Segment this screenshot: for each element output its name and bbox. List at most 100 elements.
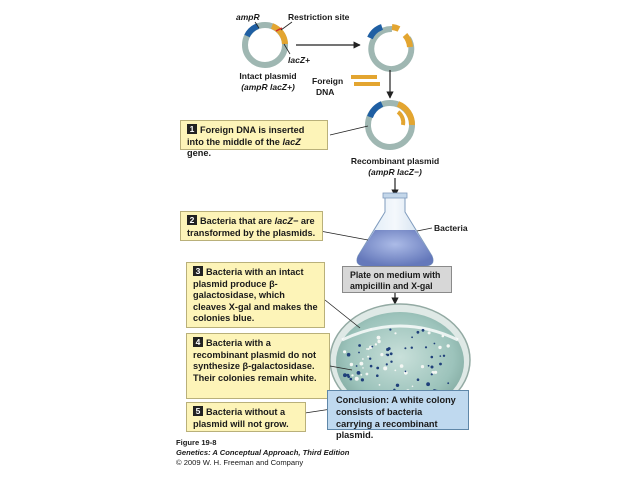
colony-dot	[416, 378, 420, 382]
colony-dot	[366, 348, 368, 350]
step1-pointer	[329, 125, 369, 136]
colony-dot	[380, 353, 384, 357]
colony-dot	[377, 339, 381, 344]
colony-dot	[367, 355, 370, 358]
colony-dot	[376, 366, 380, 370]
plate-medium-label: Plate on medium with ampicillin and X-ga…	[342, 266, 452, 293]
colony-dot	[411, 336, 413, 339]
colony-dot	[360, 374, 363, 376]
colony-dot	[447, 382, 450, 385]
colony-dot	[433, 342, 436, 345]
step4-pointer	[329, 365, 353, 371]
colony-dot	[430, 373, 433, 376]
lacz-pointer	[283, 43, 291, 55]
colony-dot	[416, 330, 420, 334]
colony-dot	[355, 365, 358, 367]
lacz-plus-label: lacZ+	[288, 55, 310, 65]
colony-dot	[441, 334, 445, 338]
colony-dot	[424, 346, 428, 349]
amp-r-label: ampR	[236, 12, 260, 22]
colony-dot	[351, 374, 354, 377]
step-3-text: Bacteria with an intact plasmid produce …	[193, 267, 318, 324]
colony-dot	[442, 354, 446, 357]
colony-dot	[404, 347, 407, 350]
colony-dot	[390, 360, 393, 363]
colony-dot	[378, 384, 381, 386]
colony-dot	[367, 347, 370, 351]
recombinant-plasmid-icon	[365, 100, 415, 150]
recombinant-plasmid-title: Recombinant plasmid	[350, 156, 440, 166]
restriction-site-label: Restriction site	[288, 12, 350, 22]
colony-dot	[394, 369, 397, 372]
step3-pointer	[324, 299, 361, 329]
step-4-number: 4	[193, 337, 203, 347]
book-title: Genetics: A Conceptual Approach, Third E…	[176, 448, 350, 457]
colony-dot	[356, 371, 361, 375]
conclusion-text: A white colony consists of bacteria carr…	[336, 395, 456, 441]
step-5-number: 5	[193, 406, 203, 416]
colony-dot	[411, 385, 414, 388]
colony-dot	[346, 352, 351, 357]
colony-dot	[439, 362, 442, 366]
colony-dot	[358, 351, 360, 354]
colony-dot	[371, 345, 374, 348]
colony-dot	[426, 382, 430, 387]
colony-dot	[399, 364, 404, 368]
step-1-text: Foreign DNA is inserted into the middle …	[187, 125, 305, 159]
colony-dot	[362, 367, 364, 369]
intact-plasmid-title: Intact plasmid	[239, 71, 297, 81]
colony-dot	[359, 361, 364, 366]
restriction-site-pointer	[280, 21, 293, 31]
colony-dot	[369, 357, 372, 360]
figure-number: Figure 19-8	[176, 438, 217, 447]
colony-dot	[385, 353, 388, 356]
copyright: © 2009 W. H. Freeman and Company	[176, 458, 304, 467]
colony-dot	[362, 358, 364, 360]
colony-dot	[427, 364, 430, 367]
colony-dot	[410, 346, 413, 349]
colony-dot	[376, 335, 381, 340]
colony-dot	[385, 363, 388, 366]
colony-dot	[439, 355, 442, 357]
foreign-dna-label-line1: Foreign	[312, 76, 344, 86]
recombinant-plasmid-genotype: (ampR lacZ−)	[368, 167, 422, 177]
colony-dot	[446, 344, 450, 348]
bacteria-pointer	[416, 227, 433, 232]
intact-plasmid-genotype: (ampR lacZ+)	[241, 82, 295, 92]
colony-dot	[427, 331, 431, 335]
colony-dot	[374, 343, 378, 346]
colony-dot	[358, 344, 361, 347]
foreign-dna-icon	[351, 75, 380, 86]
amp-pointer	[254, 21, 260, 29]
colony-dot	[395, 383, 400, 387]
colony-dot	[394, 332, 397, 335]
step-5-text: Bacteria without a plasmid will not grow…	[193, 407, 289, 429]
step-1-number: 1	[187, 124, 197, 134]
colony-dot	[431, 371, 434, 374]
colony-dot	[354, 376, 359, 381]
conclusion-box: Conclusion: A white colony consists of b…	[327, 390, 469, 440]
colony-dot	[347, 375, 351, 379]
colony-dot	[349, 377, 353, 381]
colony-dot	[369, 364, 373, 368]
colony-dot	[383, 366, 388, 371]
petri-plate-icon	[329, 303, 471, 417]
flask-icon	[356, 192, 434, 267]
step-2-text: Bacteria that are lacZ− are transformed …	[187, 216, 316, 238]
colony-dot	[389, 352, 393, 356]
colony-dot	[343, 373, 347, 378]
cut-plasmid-icon	[367, 24, 415, 72]
colony-dot	[389, 328, 392, 331]
colony-dot	[386, 347, 390, 352]
colony-dot	[430, 355, 434, 359]
step-2-number: 2	[187, 215, 197, 225]
step-3-number: 3	[193, 266, 203, 276]
bacteria-label: Bacteria	[434, 223, 468, 233]
colony-dot	[404, 370, 407, 373]
colony-dot	[349, 362, 354, 367]
step2-pointer	[319, 230, 369, 241]
